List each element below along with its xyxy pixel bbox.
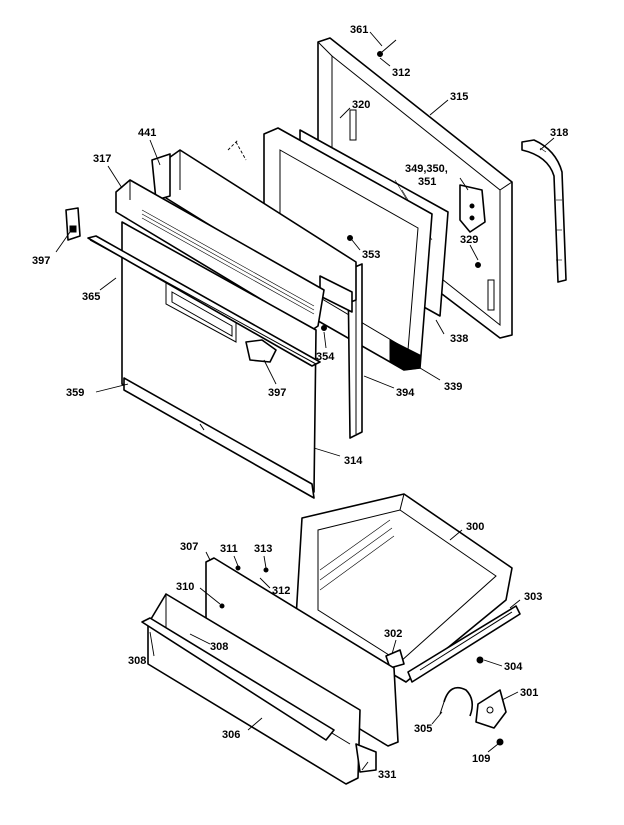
callout-312: 312 — [272, 585, 290, 597]
part-359-door-bottom-trim — [123, 377, 315, 499]
callout-351: 351 — [418, 176, 436, 188]
screw-361 — [377, 39, 397, 57]
callout-311: 311 — [220, 543, 238, 555]
callout-329: 329 — [460, 234, 478, 246]
callout-305: 305 — [414, 723, 432, 735]
callout-313: 313 — [254, 543, 272, 555]
callout-300: 300 — [466, 521, 484, 533]
callout-361: 361 — [350, 24, 368, 36]
nut-304 — [476, 656, 484, 664]
callout-317: 317 — [93, 153, 111, 165]
callout-441: 441 — [138, 127, 156, 139]
callout-349-350: 349,350, — [405, 163, 448, 175]
callout-397: 397 — [32, 255, 50, 267]
callout-301: 301 — [520, 687, 538, 699]
screw-354 — [321, 325, 327, 331]
callout-397: 397 — [268, 387, 286, 399]
part-349-350-351-hinge — [459, 184, 486, 233]
callout-labels: 361 312 315 320 318 441 317 349,350, 351… — [32, 24, 568, 781]
clip-310 — [219, 603, 225, 609]
callout-353: 353 — [362, 249, 380, 261]
part-318-trim-strip — [521, 139, 567, 283]
callout-310: 310 — [176, 581, 194, 593]
part-317-door-top-trim — [115, 179, 325, 331]
callout-304: 304 — [504, 661, 523, 673]
callout-302: 302 — [384, 628, 402, 640]
part-331-drawer-end-bracket — [355, 743, 377, 773]
callout-318: 318 — [550, 127, 568, 139]
callout-331: 331 — [378, 769, 396, 781]
callout-308: 308 — [210, 641, 228, 653]
part-303-drawer-rail — [407, 605, 521, 683]
leader-lines — [55, 31, 555, 771]
screw-109 — [496, 738, 504, 746]
screw-313 — [263, 567, 269, 573]
part-365-door-handle — [87, 235, 321, 367]
screw-311 — [235, 565, 241, 571]
part-301-bracket — [475, 689, 507, 729]
callout-307: 307 — [180, 541, 198, 553]
callout-312: 312 — [392, 67, 410, 79]
callout-306: 306 — [222, 729, 240, 741]
callout-338: 338 — [450, 333, 468, 345]
part-441-door-panel — [151, 149, 357, 313]
door-vent-slots — [141, 209, 315, 315]
callout-359: 359 — [66, 387, 84, 399]
part-305-spring — [439, 686, 474, 717]
callout-109: 109 — [472, 753, 490, 765]
screw-329 — [475, 262, 481, 268]
part-397-handle-end-cap-right — [245, 339, 277, 363]
callout-394: 394 — [396, 387, 415, 399]
callout-365: 365 — [82, 291, 100, 303]
callout-303: 303 — [524, 591, 542, 603]
screw-353 — [347, 235, 353, 241]
callout-308: 308 — [128, 655, 146, 667]
callout-314: 314 — [344, 455, 363, 467]
callout-320: 320 — [352, 99, 370, 111]
callout-315: 315 — [450, 91, 468, 103]
callout-354: 354 — [316, 351, 335, 363]
part-308-drawer-handle — [141, 617, 335, 741]
callout-339: 339 — [444, 381, 462, 393]
